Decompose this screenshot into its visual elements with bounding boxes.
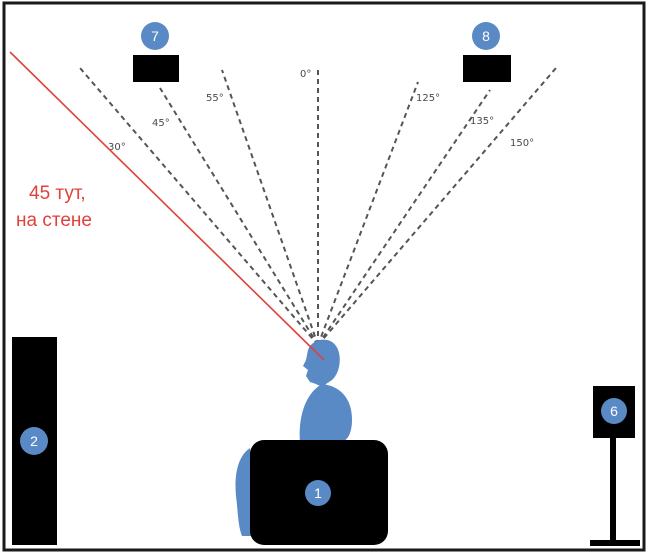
speaker-7: 7 — [133, 22, 179, 82]
speaker-7-number: 7 — [151, 28, 159, 44]
listener-torso — [299, 384, 352, 442]
speaker-1: 1 — [250, 440, 388, 545]
annotation-text-line1: 45 тут, — [29, 183, 86, 204]
guide-line-55 — [221, 69, 319, 346]
annotation-line — [9, 51, 325, 361]
listener-person — [235, 339, 352, 536]
guide-line-125 — [317, 81, 419, 346]
speaker-2: 2 — [12, 337, 57, 545]
angle-label-55: 55° — [206, 93, 224, 104]
speaker-6-stand-base — [590, 540, 640, 546]
listening-angle-lines — [79, 67, 557, 346]
speaker-8-box — [463, 55, 511, 82]
speaker-2-number: 2 — [30, 433, 38, 449]
angle-label-45: 45° — [152, 118, 170, 129]
listener-legs — [235, 448, 254, 536]
speaker-6-number: 6 — [610, 403, 618, 419]
speaker-8-number: 8 — [482, 28, 490, 44]
speaker-7-badge — [141, 22, 169, 50]
angle-label-125: 125° — [416, 93, 440, 104]
listener-head — [303, 339, 340, 386]
speaker-6-stand-pole — [610, 438, 616, 542]
angle-label-0: 0° — [300, 69, 311, 80]
angle-label-30: 30° — [108, 142, 126, 153]
angle-label-135: 135° — [470, 116, 494, 127]
speaker-6-badge — [601, 398, 627, 424]
speaker-8-badge — [472, 22, 500, 50]
angle-label-150: 150° — [510, 138, 534, 149]
speaker-1-number: 1 — [314, 485, 322, 501]
guide-line-135 — [317, 89, 491, 346]
guide-line-150 — [317, 67, 557, 346]
speaker-6: 6 — [590, 386, 640, 546]
guide-line-30 — [79, 67, 319, 346]
speaker-1-badge — [305, 480, 331, 506]
speaker-7-box — [133, 55, 179, 82]
speaker-2-badge — [20, 427, 48, 455]
annotation-text-line2: на стене — [16, 210, 92, 231]
speaker-8: 8 — [463, 22, 511, 82]
